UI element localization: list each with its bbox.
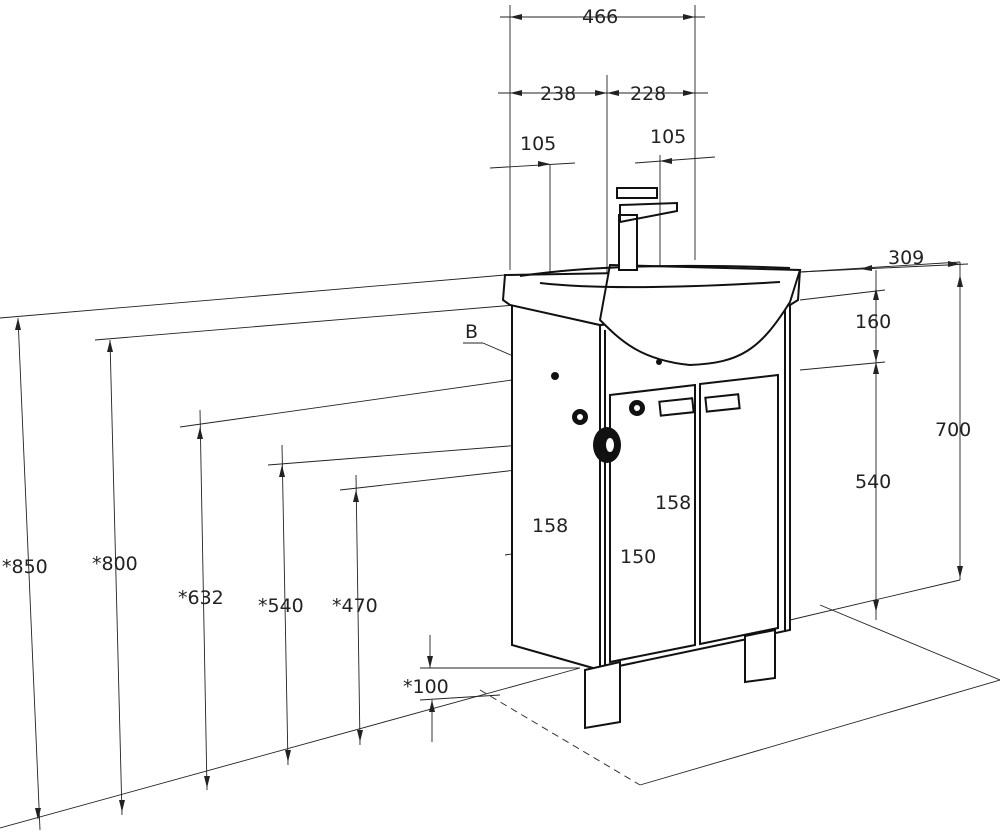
right-door [699, 373, 779, 646]
faucet-body [618, 214, 638, 271]
dimension-lines [15, 14, 969, 831]
dim-drain-right: 158 [655, 492, 691, 514]
basin [501, 187, 802, 367]
dim-basin-height: 160 [855, 311, 891, 333]
faucet-handle [616, 187, 658, 199]
front-right-leg [744, 628, 776, 684]
dim-height-800: *800 [92, 553, 138, 575]
dim-right-pipe: 105 [650, 126, 686, 148]
dim-height-850: *850 [2, 556, 48, 578]
dim-height-470: *470 [332, 595, 378, 617]
left-door [609, 383, 696, 664]
dim-left-pipe: 105 [520, 133, 556, 155]
front-left-leg [584, 660, 621, 730]
pipe-hole-b [551, 372, 559, 380]
point-b-label: B [465, 321, 478, 343]
dim-total-width: 466 [582, 6, 618, 28]
dim-height-632: *632 [178, 587, 224, 609]
dimension-labels: 466 238 228 105 105 309 160 540 700 *850… [2, 6, 971, 698]
left-door-handle [658, 397, 695, 417]
dim-left-offset: 238 [540, 83, 576, 105]
cabinet [511, 303, 791, 730]
dim-leg-height: *100 [403, 676, 449, 698]
dim-cabinet-height: 540 [855, 471, 891, 493]
dim-drain-center: 150 [620, 546, 656, 568]
dim-drain-left: 158 [532, 515, 568, 537]
dim-height-540: *540 [258, 595, 304, 617]
dim-top-height: 700 [935, 419, 971, 441]
dim-depth: 309 [888, 247, 924, 269]
room-outline [0, 261, 1000, 829]
dim-right-offset: 228 [630, 83, 666, 105]
right-door-handle [704, 393, 741, 413]
